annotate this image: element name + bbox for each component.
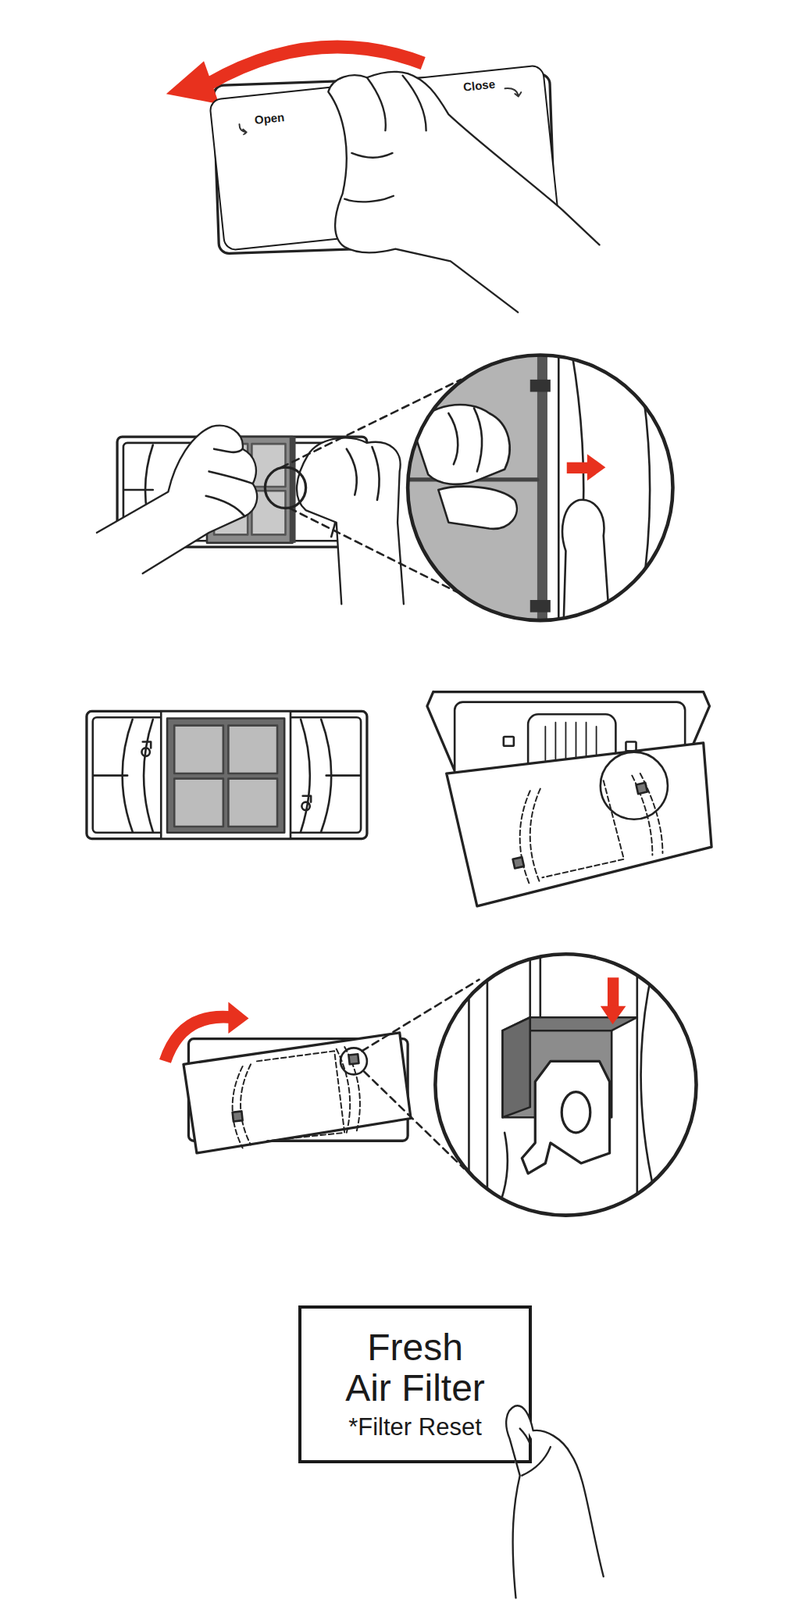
zoom-fingers	[413, 404, 510, 485]
zoom-bar	[537, 346, 548, 633]
zoom-line	[558, 346, 650, 633]
filter-cover: Open Close	[208, 64, 560, 252]
zoom-fingers	[438, 486, 518, 529]
finger-crease	[346, 446, 380, 500]
detail-circle	[600, 752, 668, 820]
hand-left	[96, 425, 257, 574]
housing-inner	[92, 716, 361, 833]
clip	[232, 1110, 243, 1121]
filter-frame	[167, 718, 285, 833]
filter-pane	[213, 443, 248, 487]
vent-arc	[124, 444, 359, 537]
filter-frame	[206, 436, 293, 543]
zoom-ground	[397, 346, 683, 633]
filter-pane	[174, 778, 224, 827]
hand-holding-card	[506, 1404, 604, 1598]
zoom-clip	[530, 379, 551, 393]
finger-crease	[206, 449, 254, 517]
hidden-outline	[232, 1046, 361, 1148]
filter-bar	[289, 436, 296, 543]
curved-arrow-icon	[234, 116, 257, 136]
filter-panel	[160, 710, 291, 838]
latch-top	[502, 1016, 638, 1031]
hand-holding-cover	[328, 71, 600, 313]
hook	[521, 1060, 610, 1174]
red-arrow	[209, 46, 424, 84]
cover-front	[183, 1032, 411, 1153]
zoom-circle	[435, 953, 696, 1215]
hidden-outline	[520, 773, 664, 886]
curved-arrow	[505, 86, 522, 98]
red-arrowhead	[600, 1005, 627, 1025]
finger-crease	[448, 407, 482, 471]
vent-arc	[93, 719, 361, 832]
housing	[86, 710, 368, 838]
illustration-part	[328, 71, 603, 1598]
card-note: *Filter Reset	[348, 1411, 482, 1441]
housing	[117, 436, 368, 547]
filter-pane	[213, 490, 248, 535]
zoom-housing	[397, 346, 539, 633]
zoom-clip	[530, 599, 551, 613]
hand-right	[296, 437, 404, 604]
latch-icon	[141, 747, 150, 756]
grille	[527, 713, 616, 784]
tab	[625, 741, 636, 752]
zoom-rib	[397, 477, 538, 482]
latch-body	[502, 1030, 613, 1117]
clip	[348, 1053, 359, 1064]
latch-tab	[142, 741, 311, 803]
cover-back	[188, 1038, 408, 1141]
tray-inner	[454, 702, 685, 784]
red-arrow	[607, 976, 619, 1008]
curved-arrow	[238, 123, 247, 136]
open-label: Open	[253, 110, 286, 127]
filter-pane	[228, 725, 278, 774]
curved-arrow-icon	[501, 83, 524, 104]
filter-reset-card: Fresh Air Filter*Filter Reset	[298, 1305, 532, 1463]
filter-pane	[174, 725, 224, 774]
illustration-part	[86, 46, 712, 1224]
detail-circle	[340, 1047, 368, 1074]
close-label: Close	[462, 77, 496, 94]
zoom-ground	[427, 948, 703, 1225]
zoom-thumb	[562, 499, 612, 653]
leader-dashed	[281, 379, 465, 596]
red-arrowhead	[587, 453, 606, 481]
red-arrowhead	[228, 1001, 249, 1034]
tray	[427, 691, 710, 776]
hook-hole	[561, 1091, 591, 1133]
illustration-part	[397, 346, 683, 653]
tab	[503, 736, 514, 746]
latch-icon	[301, 802, 310, 810]
clip	[636, 782, 648, 794]
red-arrow	[164, 1016, 232, 1062]
zoom-line	[468, 948, 637, 1225]
filter-pane	[228, 778, 278, 827]
detail-circle	[264, 467, 306, 508]
housing-inner	[123, 442, 361, 541]
red-arrow	[566, 462, 590, 474]
zoom-circle	[407, 355, 673, 621]
latch-side	[502, 1016, 531, 1117]
grille-slot	[545, 722, 596, 764]
leader-dashed	[361, 979, 479, 1169]
zoom-line	[489, 948, 664, 1225]
cover-tilted	[446, 742, 712, 906]
finger-crease	[344, 75, 426, 203]
filter-pane	[251, 490, 286, 535]
red-arrowhead	[166, 60, 220, 104]
card-title: Fresh Air Filter	[342, 1326, 489, 1410]
illustration-part	[427, 948, 703, 1225]
clip	[513, 856, 525, 868]
filter-pane	[251, 443, 286, 487]
finger-crease	[520, 1428, 551, 1476]
